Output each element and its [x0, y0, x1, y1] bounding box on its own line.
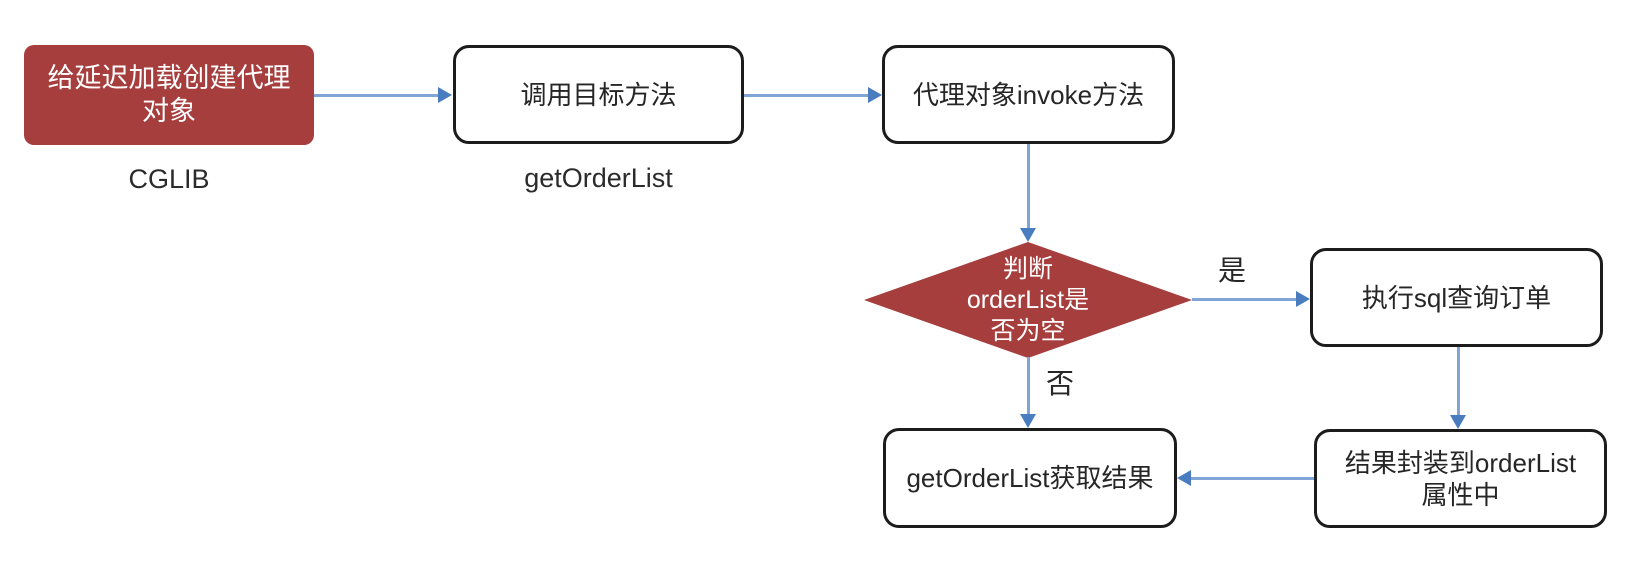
edge-label-no: 否: [1045, 368, 1074, 399]
arrow-head-right-icon: [438, 87, 452, 103]
flow-node-check-orderlist-empty: 判断 orderList是 否为空: [864, 242, 1192, 358]
flow-node-execute-sql: 执行sql查询订单: [1310, 248, 1603, 347]
node-caption-getorderlist: getOrderList: [524, 163, 673, 193]
flow-node-wrap-result: 结果封装到orderList 属性中: [1314, 429, 1607, 528]
arrow-line: [1027, 144, 1030, 229]
arrow-head-right-icon: [1296, 291, 1310, 307]
node-label-line: 判断: [1002, 254, 1053, 283]
node-label-line: 给延迟加载创建代理: [47, 63, 291, 93]
node-label-line: 属性中: [1421, 479, 1500, 510]
arrow-line: [1457, 347, 1460, 416]
arrow-line: [1191, 477, 1314, 480]
flow-node-get-result: getOrderList获取结果: [883, 428, 1177, 528]
arrow-line: [314, 94, 438, 97]
node-label-line: 对象: [142, 96, 196, 126]
flow-node-call-target-method: 调用目标方法: [453, 45, 744, 144]
flow-node-proxy-invoke: 代理对象invoke方法: [882, 45, 1175, 144]
arrow-head-down-icon: [1020, 228, 1036, 242]
node-caption-cglib: CGLIB: [128, 164, 210, 194]
node-label: 调用目标方法: [520, 79, 677, 110]
arrow-head-down-icon: [1450, 415, 1466, 429]
node-label-line: orderList是: [966, 285, 1090, 314]
arrow-head-left-icon: [1177, 470, 1191, 486]
flow-node-create-proxy: 给延迟加载创建代理 对象: [24, 45, 314, 145]
arrow-head-right-icon: [868, 87, 882, 103]
node-label-line: 结果封装到orderList: [1344, 447, 1577, 478]
node-label: getOrderList获取结果: [906, 463, 1154, 493]
arrow-head-down-icon: [1020, 414, 1036, 428]
edge-label-yes: 是: [1217, 255, 1246, 286]
node-label: 代理对象invoke方法: [912, 79, 1145, 110]
node-label: 执行sql查询订单: [1361, 282, 1552, 313]
arrow-line: [1027, 357, 1030, 415]
node-label-line: 否为空: [990, 316, 1066, 345]
arrow-line: [1192, 298, 1296, 301]
arrow-line: [744, 94, 868, 97]
